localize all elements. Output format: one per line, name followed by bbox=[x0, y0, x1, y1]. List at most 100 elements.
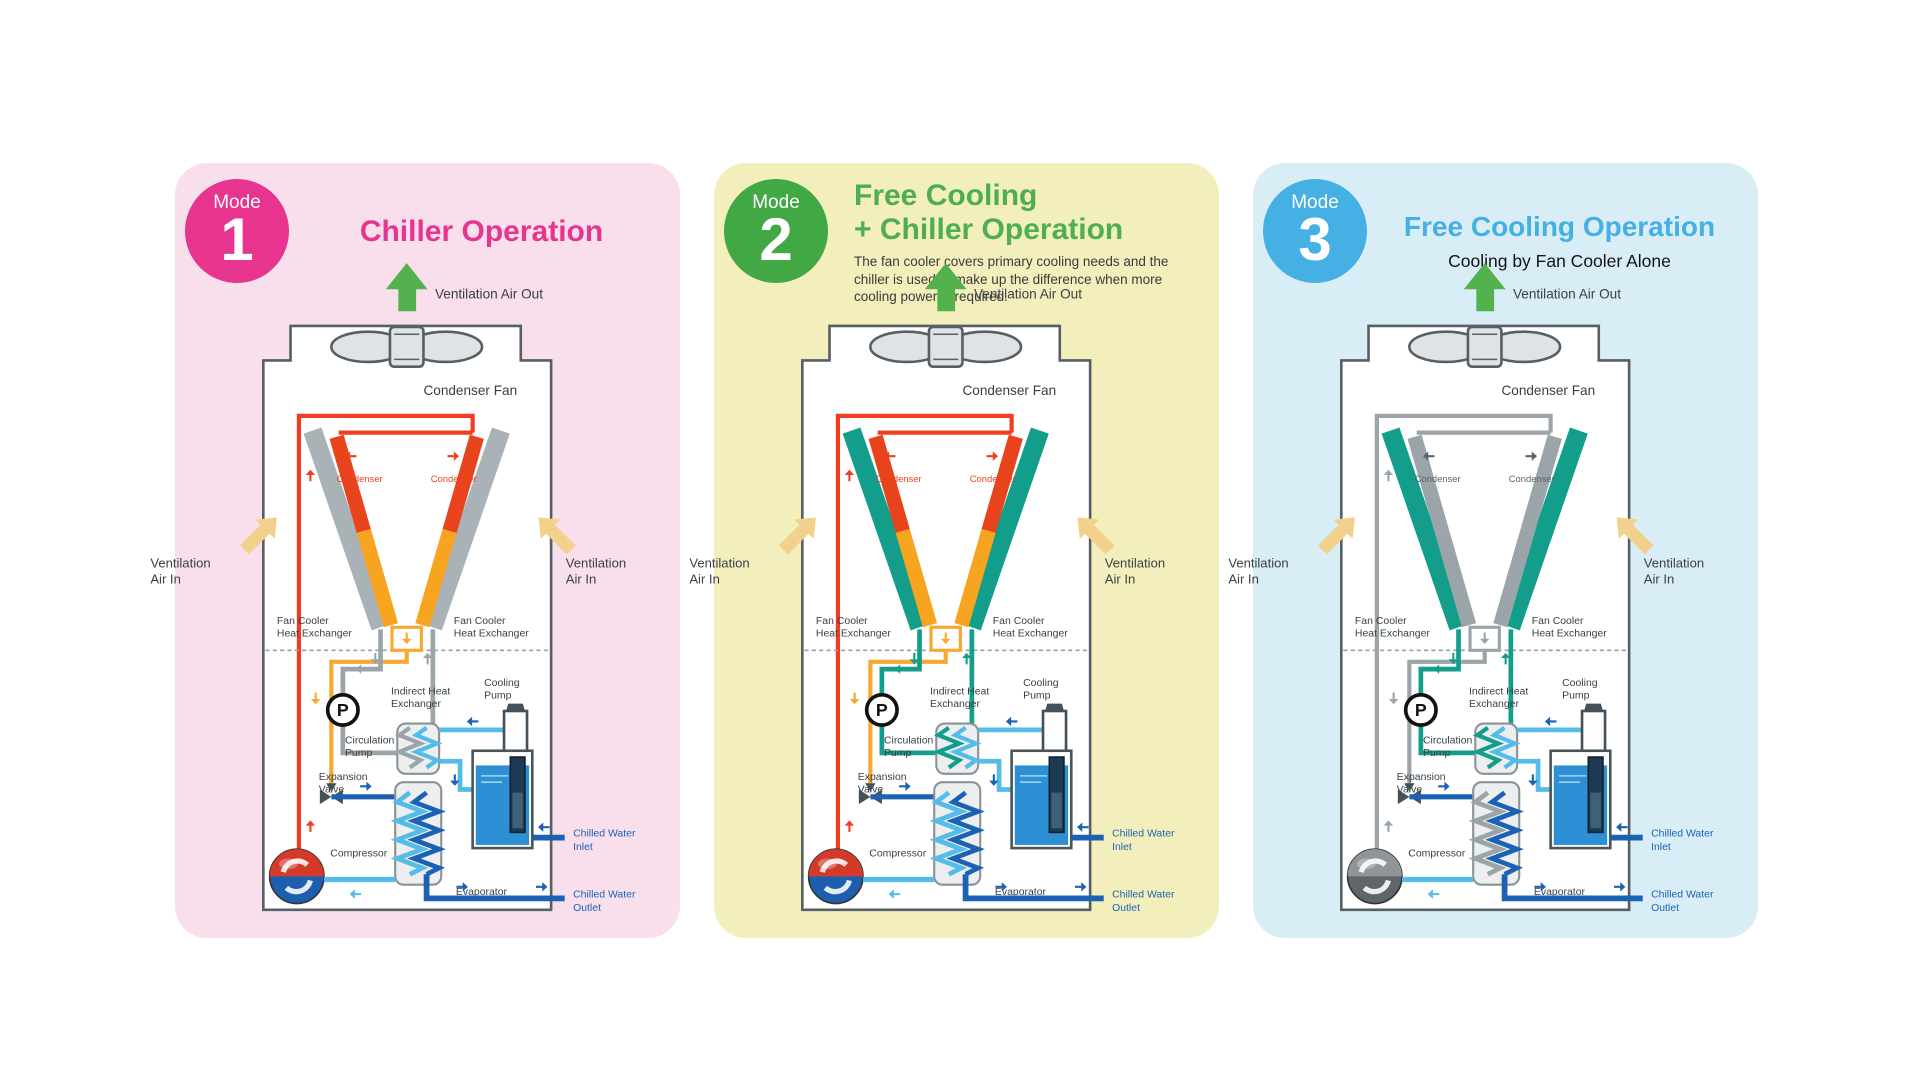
refrigerant-pipe bbox=[835, 413, 1014, 850]
ventilation-air-out-label: Ventilation Air Out bbox=[1513, 287, 1621, 302]
chilled-water-pipe bbox=[978, 758, 1014, 792]
condenser-fan-icon bbox=[330, 325, 484, 369]
ventilation-air-out-arrow-icon bbox=[924, 263, 967, 312]
condenser-label-left: Condenser bbox=[876, 473, 922, 484]
pump-symbol: P bbox=[1415, 700, 1427, 720]
cooling-unit-schematic: Ventilation Air Out Condenser Fan bbox=[1228, 263, 1714, 914]
badge-word: Mode bbox=[752, 192, 800, 213]
mode-1-badge: Mode 1 bbox=[185, 179, 289, 283]
circulation-pump-icon bbox=[864, 692, 899, 727]
chilled-water-outlet-pipe bbox=[423, 874, 565, 902]
ventilation-air-out-label: Ventilation Air Out bbox=[974, 287, 1082, 302]
chilled-water-outlet-label: Chilled Water bbox=[573, 889, 636, 900]
svg-text:Pump: Pump bbox=[1562, 690, 1589, 701]
evaporator-label: Evaporator bbox=[995, 887, 1047, 898]
pump-symbol: P bbox=[337, 700, 349, 720]
svg-text:Heat Exchanger: Heat Exchanger bbox=[1355, 629, 1430, 640]
evaporator-label: Evaporator bbox=[456, 887, 508, 898]
svg-text:Heat Exchanger: Heat Exchanger bbox=[277, 629, 352, 640]
svg-text:Exchanger: Exchanger bbox=[391, 699, 441, 710]
badge-word: Mode bbox=[1291, 192, 1339, 213]
water-tank bbox=[1549, 749, 1612, 850]
fan-cooler-hx-label-left: Fan Cooler bbox=[277, 616, 329, 627]
ventilation-air-in-label-right: Ventilation bbox=[566, 556, 626, 571]
condenser-coil-right bbox=[954, 434, 1023, 628]
fan-cooler-coil-left bbox=[842, 427, 929, 631]
badge-number: 2 bbox=[759, 206, 793, 273]
condenser-coil-right bbox=[1493, 434, 1562, 628]
fan-cooler-coil-right bbox=[962, 427, 1049, 631]
cooling-unit-diagram: Ventilation Air Out Condenser Fan bbox=[1228, 261, 1739, 938]
liquid-pipe bbox=[1407, 650, 1487, 790]
ventilation-air-in-label-right: Ventilation bbox=[1105, 556, 1165, 571]
condenser-fan-icon bbox=[869, 325, 1023, 369]
condenser-fan-icon bbox=[1408, 325, 1562, 369]
indirect-hx-label: Indirect Heat bbox=[1469, 686, 1528, 697]
svg-text:Pump: Pump bbox=[884, 748, 911, 759]
svg-text:Outlet: Outlet bbox=[1651, 903, 1679, 914]
ventilation-air-out-label: Ventilation Air Out bbox=[435, 287, 543, 302]
svg-text:Outlet: Outlet bbox=[1112, 903, 1140, 914]
evaporator-label: Evaporator bbox=[1534, 887, 1586, 898]
condenser-coil-right bbox=[415, 434, 484, 628]
ventilation-air-in-arrow-left bbox=[1317, 517, 1355, 555]
fan-cooler-coil-left bbox=[303, 427, 390, 631]
svg-text:Inlet: Inlet bbox=[1112, 842, 1132, 853]
water-tank bbox=[471, 749, 534, 850]
compressor-icon bbox=[268, 848, 325, 905]
condenser-coil-left bbox=[868, 434, 938, 628]
condenser-label-right: Condenser bbox=[431, 473, 477, 484]
refrigerant-pipe bbox=[1374, 413, 1553, 850]
chilled-water-outlet-pipe bbox=[962, 874, 1104, 902]
svg-text:Air In: Air In bbox=[1105, 571, 1136, 586]
chilled-water-inlet-label: Chilled Water bbox=[1651, 829, 1714, 840]
indirect-hx-label: Indirect Heat bbox=[391, 686, 450, 697]
svg-text:Pump: Pump bbox=[345, 748, 372, 759]
svg-text:Heat Exchanger: Heat Exchanger bbox=[816, 629, 891, 640]
chilled-water-pipe bbox=[1517, 758, 1553, 792]
refrigerant-pipe bbox=[296, 413, 475, 850]
cooling-unit-schematic: Ventilation Air Out Condenser Fan bbox=[150, 263, 636, 914]
badge-word: Mode bbox=[213, 192, 261, 213]
condenser-coil-left bbox=[1407, 434, 1477, 628]
panel-mode-2: Mode 2 Free Cooling + Chiller Operation … bbox=[689, 163, 1219, 938]
cooling-pump-label: Cooling bbox=[1562, 678, 1598, 689]
compressor-icon bbox=[1346, 848, 1403, 905]
svg-text:Pump: Pump bbox=[484, 690, 511, 701]
liquid-pipe bbox=[329, 650, 409, 790]
svg-text:Outlet: Outlet bbox=[573, 903, 601, 914]
evaporator-coil-refrigerant bbox=[390, 790, 430, 877]
svg-text:Exchanger: Exchanger bbox=[1469, 699, 1519, 710]
circulation-pump-label: Circulation bbox=[1423, 735, 1473, 746]
svg-text:Inlet: Inlet bbox=[1651, 842, 1671, 853]
ventilation-air-in-arrow-left bbox=[778, 517, 816, 555]
chilled-water-outlet-label: Chilled Water bbox=[1112, 889, 1175, 900]
indirect-hx-box bbox=[1474, 722, 1519, 775]
condenser-label-left: Condenser bbox=[1415, 473, 1461, 484]
circulation-pump-label: Circulation bbox=[345, 735, 395, 746]
svg-text:Exchanger: Exchanger bbox=[930, 699, 980, 710]
indirect-hx-coil-secondary bbox=[410, 726, 443, 770]
condenser-fan-label: Condenser Fan bbox=[1501, 383, 1595, 398]
fan-cooler-hx-label-right: Fan Cooler bbox=[454, 616, 506, 627]
svg-text:Air In: Air In bbox=[566, 571, 597, 586]
chilled-water-inlet-label: Chilled Water bbox=[573, 829, 636, 840]
water-tank bbox=[1010, 749, 1073, 850]
circulation-pump-label: Circulation bbox=[884, 735, 934, 746]
svg-text:Pump: Pump bbox=[1023, 690, 1050, 701]
ventilation-air-in-arrow-right bbox=[1077, 517, 1115, 555]
evaporator-coil-water bbox=[407, 790, 446, 877]
evaporator-coil-refrigerant bbox=[929, 790, 969, 877]
compressor-label: Compressor bbox=[1408, 848, 1465, 859]
condenser-label-left: Condenser bbox=[337, 473, 383, 484]
svg-text:Heat Exchanger: Heat Exchanger bbox=[993, 629, 1068, 640]
indirect-hx-coil-secondary bbox=[1488, 726, 1521, 770]
ventilation-air-in-arrow-right bbox=[1616, 517, 1654, 555]
condenser-label-right: Condenser bbox=[970, 473, 1016, 484]
svg-text:Air In: Air In bbox=[689, 571, 720, 586]
cooling-unit-diagram: Ventilation Air Out Condenser Fan bbox=[150, 261, 661, 938]
indirect-hx-label: Indirect Heat bbox=[930, 686, 989, 697]
fan-cooler-hx-label-left: Fan Cooler bbox=[1355, 616, 1407, 627]
ventilation-air-out-arrow-icon bbox=[1463, 263, 1506, 312]
